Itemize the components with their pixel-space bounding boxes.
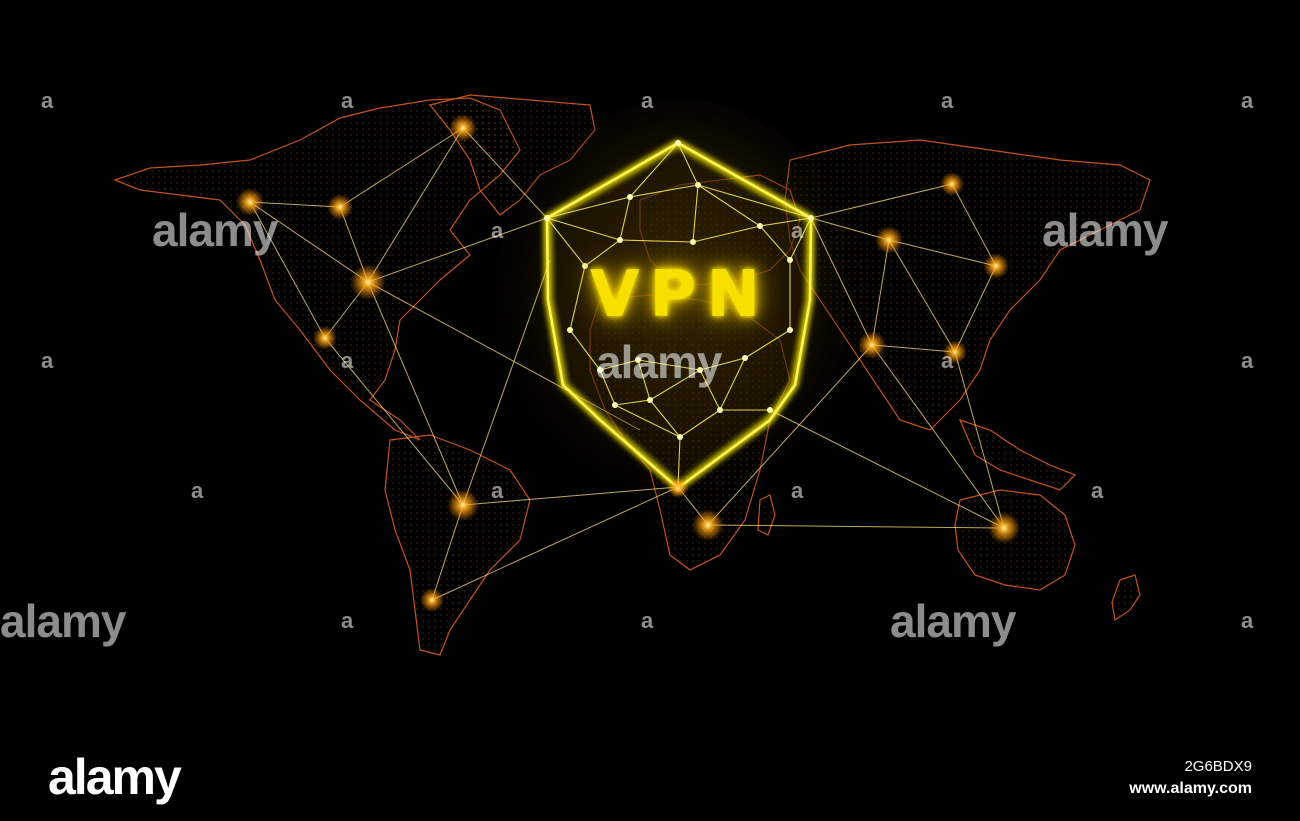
watermark-mark: a [341, 608, 353, 633]
southeast-asia [958, 419, 1077, 491]
watermark-mark: a [341, 348, 353, 373]
watermark-mark: a [41, 88, 53, 113]
watermark-mark: a [491, 478, 503, 503]
watermark-mark: a [1091, 478, 1103, 503]
watermark: alamy [890, 595, 1016, 647]
watermark: alamy [152, 204, 278, 256]
watermark-mark: a [641, 608, 653, 633]
watermark: alamy [1042, 204, 1168, 256]
watermark-mark: a [41, 348, 53, 373]
watermark-mark: a [191, 478, 203, 503]
north-america [113, 97, 521, 441]
watermark-mark: a [341, 88, 353, 113]
brand-logo-text: alamy [48, 749, 182, 805]
watermark-mark: a [1241, 348, 1253, 373]
watermark-mark: a [1241, 608, 1253, 633]
south-america [384, 434, 531, 656]
watermark-mark: a [941, 348, 953, 373]
stock-info: 2G6BDX9 www.alamy.com [1129, 756, 1252, 800]
network-nodes [236, 114, 1020, 612]
vpn-label: VPN [590, 258, 770, 332]
watermark-mark: a [491, 218, 503, 243]
new-zealand [1111, 574, 1141, 622]
watermark-mark: a [791, 478, 803, 503]
watermark-mark: a [641, 88, 653, 113]
watermark-mark: a [941, 88, 953, 113]
watermark: alamy [596, 336, 722, 388]
image-id: 2G6BDX9 [1184, 758, 1252, 775]
madagascar [757, 494, 776, 536]
australia [954, 489, 1076, 591]
watermark-mark: a [791, 218, 803, 243]
watermark: alamy [0, 595, 126, 647]
network-lines [249, 127, 1005, 601]
site-url: www.alamy.com [1129, 780, 1252, 797]
watermark-mark: a [1241, 88, 1253, 113]
